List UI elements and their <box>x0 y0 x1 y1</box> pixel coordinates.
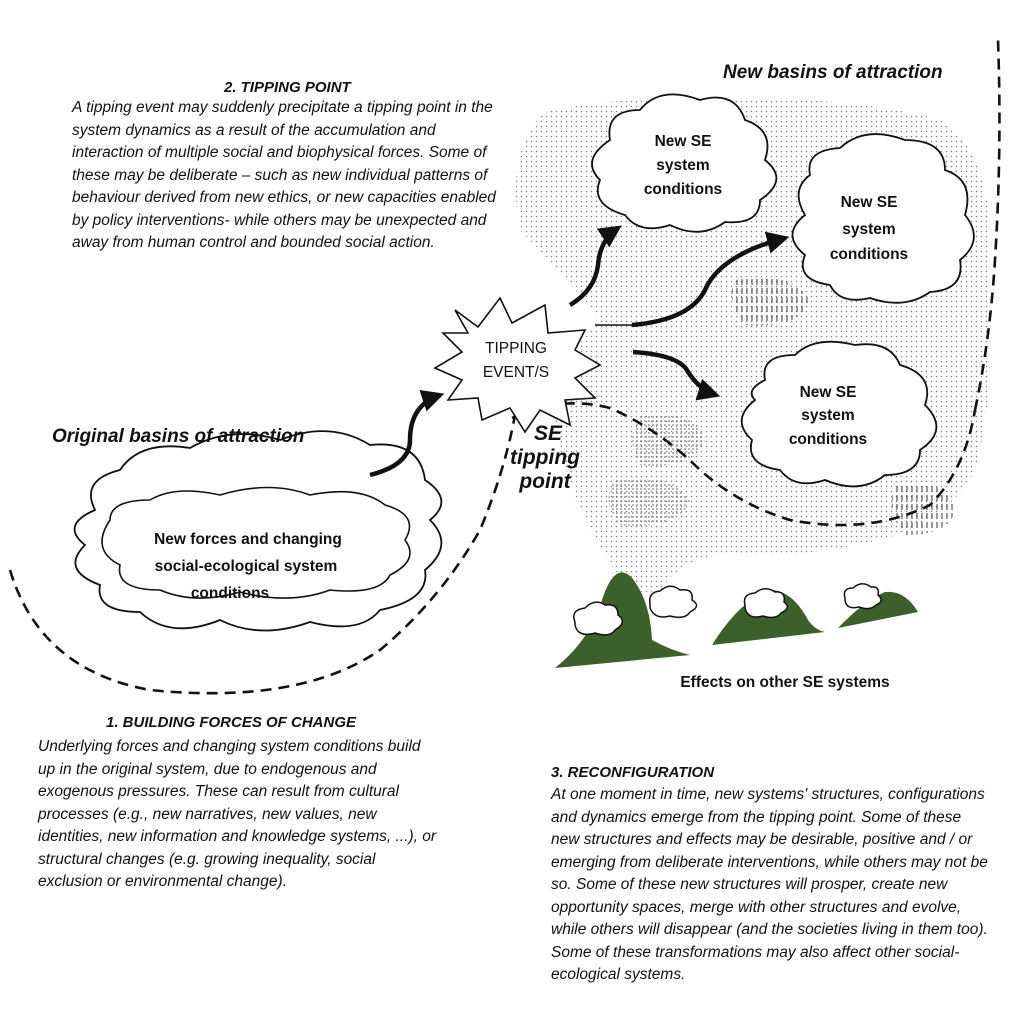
se-tipping-point-line-2: tipping <box>510 446 580 469</box>
tipping-point-body: A tipping event may suddenly precipitate… <box>72 99 496 251</box>
arrow-to-cloud-2 <box>631 231 790 328</box>
original-basins-label: Original basins of attraction <box>52 426 304 447</box>
se-tipping-point-line-3: point <box>518 470 571 493</box>
tipping-event-line-2: EVENT/S <box>483 364 549 381</box>
new-se-cloud-2: New SE system conditions <box>791 133 975 304</box>
reconfiguration-heading: 3. RECONFIGURATION <box>551 764 715 781</box>
new-cloud-3-line-3: conditions <box>789 431 867 448</box>
new-se-cloud-1: New SE system conditions <box>591 93 778 233</box>
arrow-to-tipping-event <box>369 390 445 478</box>
new-cloud-1-line-1: New SE <box>655 133 712 150</box>
stipple-patch-3 <box>632 414 705 466</box>
original-cloud-line-2: social-ecological system <box>155 558 338 575</box>
original-conditions-cloud-inner <box>101 486 411 599</box>
original-cloud-line-3: conditions <box>191 585 269 602</box>
new-se-cloud-3: New SE system conditions <box>740 340 938 488</box>
small-cloud-3 <box>743 588 789 619</box>
reconfiguration-body: At one moment in time, new systems' stru… <box>551 786 988 983</box>
small-cloud-1 <box>573 601 624 636</box>
new-basin-boundary <box>973 39 1001 411</box>
stipple-patch-1 <box>731 277 810 326</box>
new-cloud-2-line-3: conditions <box>830 246 908 263</box>
new-cloud-1-line-2: system <box>656 157 709 174</box>
effects-hills <box>555 572 918 668</box>
original-cloud-line-1: New forces and changing <box>154 531 342 548</box>
small-cloud-4 <box>843 583 882 610</box>
new-cloud-2-line-2: system <box>842 221 895 238</box>
tipping-event-line-1: TIPPING <box>485 340 547 357</box>
original-basin-boundary <box>8 414 517 695</box>
hill-3 <box>838 591 918 628</box>
building-forces-body: Underlying forces and changing system co… <box>38 738 437 890</box>
new-cloud-3-line-1: New SE <box>800 384 857 401</box>
new-cloud-1-line-3: conditions <box>644 181 722 198</box>
new-basins-label: New basins of attraction <box>723 62 943 83</box>
building-forces-heading: 1. BUILDING FORCES OF CHANGE <box>106 714 357 731</box>
stipple-patch-4 <box>608 477 690 526</box>
tipping-point-heading: 2. TIPPING POINT <box>224 79 351 96</box>
effects-label: Effects on other SE systems <box>680 674 889 691</box>
small-cloud-2 <box>648 585 698 619</box>
new-cloud-2-line-1: New SE <box>841 194 898 211</box>
tipping-event-burst <box>433 296 602 434</box>
arrow-to-cloud-1 <box>568 225 622 307</box>
se-tipping-point-line-1: SE <box>534 422 563 445</box>
arrow-to-cloud-3 <box>632 349 721 401</box>
new-cloud-3-line-2: system <box>801 407 854 424</box>
tipping-point-boundary <box>511 402 977 527</box>
